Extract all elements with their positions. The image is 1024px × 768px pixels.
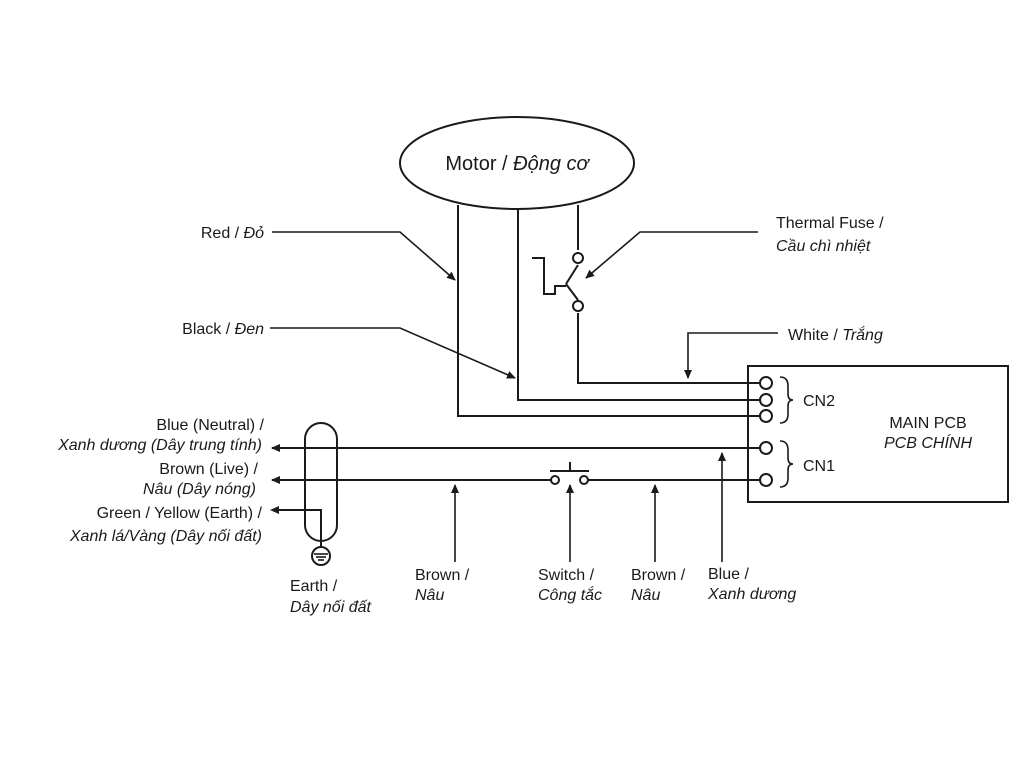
white-leader [684, 332, 778, 379]
earth-arrow-head [270, 506, 279, 514]
switch-contact-left [550, 475, 560, 485]
earth-symbol-ring [311, 546, 331, 566]
thermal-fuse [532, 252, 584, 312]
fuse-contact-top [572, 252, 584, 264]
cable-and-earth [270, 422, 338, 566]
blue-neutral-label-vn: Xanh dương (Dây trung tính) [57, 437, 262, 454]
switch-label: Switch / [538, 567, 595, 584]
bottom-labels: Earth / Dây nối đất Brown / Nâu Switch /… [290, 566, 796, 616]
cn2-label: CN2 [803, 393, 835, 410]
brown-left-label: Brown / [415, 567, 470, 584]
brown-right-label: Brown / [631, 567, 686, 584]
earth-wire-label: Green / Yellow (Earth) / [97, 505, 263, 522]
fuse-leader [585, 231, 758, 279]
cn1-terminal-2 [759, 473, 773, 487]
red-leader [272, 231, 456, 281]
cn2-terminal-3 [759, 409, 773, 423]
earth-wire-label-vn: Xanh lá/Vàng (Dây nối đất) [69, 528, 262, 545]
red-label: Red / Đỏ [201, 225, 264, 242]
fuse-bimetal [532, 257, 566, 295]
blue-label: Blue / [708, 566, 749, 583]
pcb-title: MAIN PCB [889, 415, 966, 432]
cn2-terminals [759, 376, 773, 423]
black-leader [270, 327, 516, 379]
white-label: White / Trắng [788, 325, 883, 344]
thermal-fuse-label: Thermal Fuse / [776, 215, 884, 232]
pcb-title-vn: PCB CHÍNH [884, 433, 972, 452]
cn2-terminal-2 [759, 393, 773, 407]
blue-label-vn: Xanh dương [707, 586, 796, 603]
red-wire [457, 205, 766, 417]
earth-label: Earth / [290, 578, 338, 595]
black-wire [517, 208, 766, 401]
cn2-terminal-1 [759, 376, 773, 390]
cn1-brace [779, 440, 794, 488]
brown-live-label-vn: Nâu (Dây nóng) [143, 481, 256, 498]
cn2-brace [779, 376, 794, 424]
switch-label-vn: Công tắc [538, 585, 602, 604]
switch-contact-right [579, 475, 589, 485]
fuse-blade-2 [565, 283, 579, 301]
motor: Motor / Động cơ [399, 116, 635, 210]
blue-neutral-label: Blue (Neutral) / [156, 417, 264, 434]
brown-right-label-vn: Nâu [631, 587, 660, 604]
motor-label: Motor / Động cơ [445, 153, 590, 175]
white-wire-lower [577, 313, 766, 384]
fuse-contact-bottom [572, 300, 584, 312]
earth-wire [272, 509, 322, 541]
earth-label-vn: Dây nối đất [290, 599, 371, 616]
thermal-fuse-label-vn: Cầu chì nhiệt [776, 238, 871, 255]
wire-labels: Red / Đỏ Black / Đen White / Trắng Therm… [57, 215, 884, 545]
motor-wires [457, 205, 766, 417]
brown-left-label-vn: Nâu [415, 587, 444, 604]
pcb-box [747, 365, 1009, 503]
black-label: Black / Đen [182, 321, 264, 338]
switch [550, 462, 589, 485]
cn1-terminal-1 [759, 441, 773, 455]
mains-wiring [271, 441, 773, 487]
main-pcb: MAIN PCB PCB CHÍNH CN2 CN1 [747, 365, 1009, 503]
cn1-label: CN1 [803, 458, 835, 475]
brown-live-label: Brown (Live) / [159, 461, 258, 478]
fuse-blade [565, 264, 579, 285]
leader-lines [270, 231, 778, 562]
